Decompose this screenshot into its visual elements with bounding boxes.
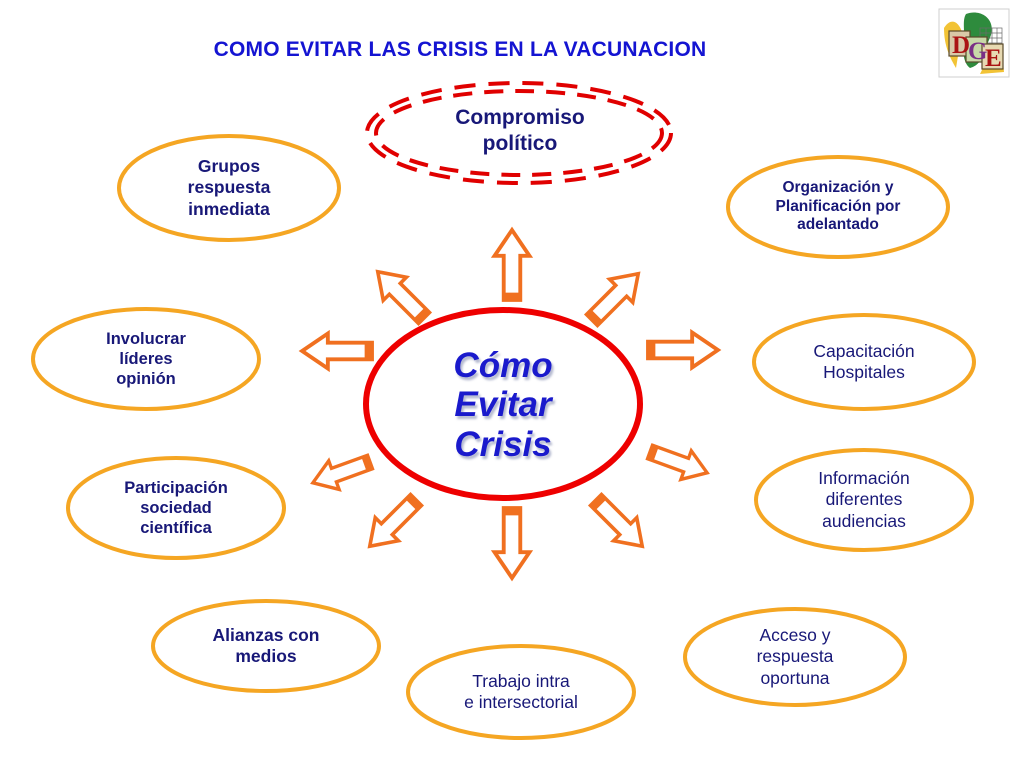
arrow-left bbox=[300, 331, 375, 371]
arrow-up-left bbox=[364, 258, 438, 332]
arrow-up bbox=[492, 228, 532, 303]
arrow-left-lower bbox=[305, 445, 378, 499]
page-title: COMO EVITAR LAS CRISIS EN LA VACUNACION bbox=[213, 38, 707, 61]
node-ellipse-informacion-diferentes-audiencias[interactable] bbox=[754, 448, 974, 552]
center-ellipse bbox=[363, 307, 643, 501]
node-ellipse-participacion-sociedad-cientifica[interactable] bbox=[66, 456, 286, 560]
arrow-down bbox=[492, 505, 532, 580]
node-ellipse-capacitacion-hospitales[interactable] bbox=[752, 313, 976, 411]
node-ellipse-alianzas-con-medios[interactable] bbox=[151, 599, 381, 693]
dge-logo: D G E bbox=[936, 6, 1012, 80]
compromiso-politico-ellipse bbox=[365, 81, 673, 185]
node-ellipse-acceso-y-respuesta-oportuna[interactable] bbox=[683, 607, 907, 707]
svg-text:D: D bbox=[952, 32, 970, 59]
arrow-down-right bbox=[582, 486, 656, 560]
svg-text:G: G bbox=[968, 38, 987, 65]
node-ellipse-trabajo-intra-e-intersectorial[interactable] bbox=[406, 644, 636, 740]
arrow-right bbox=[645, 330, 720, 370]
svg-text:E: E bbox=[985, 45, 1002, 72]
node-ellipse-involucrar-lideres-opinion[interactable] bbox=[31, 307, 261, 411]
arrow-up-right bbox=[578, 260, 652, 334]
node-ellipse-grupos-respuesta-inmediata[interactable] bbox=[117, 134, 341, 242]
arrow-down-left bbox=[356, 486, 430, 560]
arrow-right-lower bbox=[642, 435, 715, 489]
node-ellipse-organizacion-planificacion-adelantado[interactable] bbox=[726, 155, 950, 259]
